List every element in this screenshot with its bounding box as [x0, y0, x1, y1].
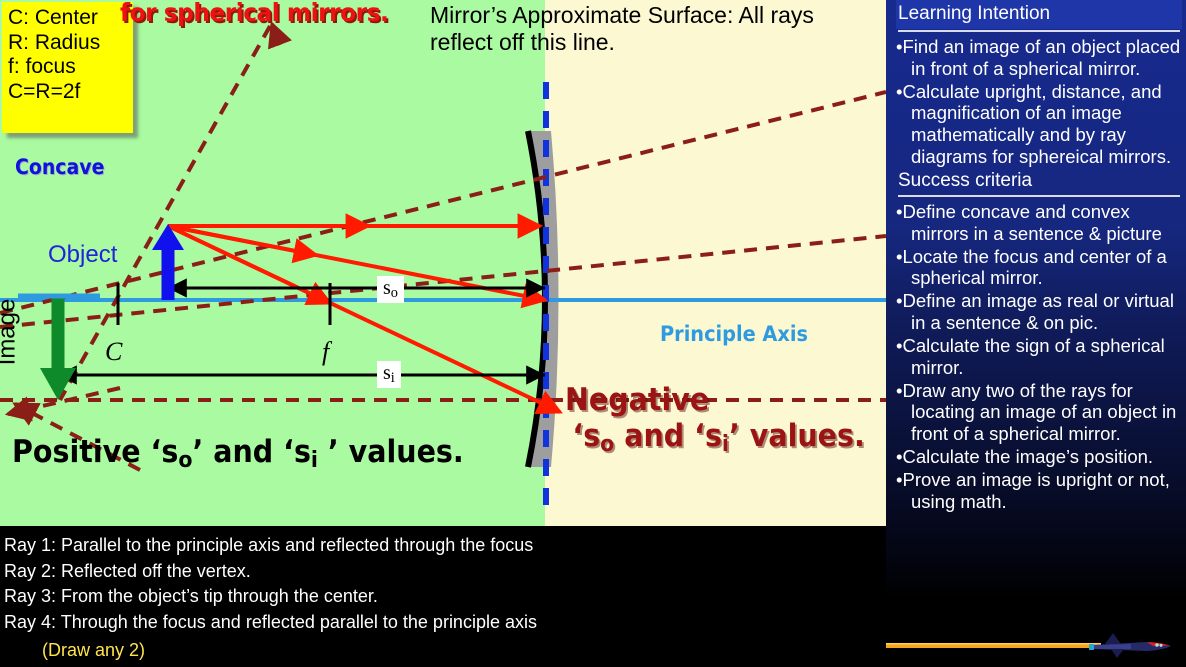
object-distance-label: so: [377, 276, 404, 303]
draw-any-two-note: (Draw any 2): [42, 640, 146, 661]
virtual-ray-upper: [0, 90, 886, 315]
image-label: Image: [0, 298, 21, 366]
si-subscript: i: [390, 370, 395, 387]
list-item: Find an image of an object placed in fro…: [896, 36, 1182, 80]
definitions-box: C: Center R: Radius f: focus C=R=2f: [2, 2, 133, 133]
virtual-ray-down-left: [12, 402, 141, 472]
list-item: Define an image as real or virtual in a …: [896, 290, 1182, 334]
mirror-band: [528, 131, 559, 467]
jet-body: [1089, 633, 1171, 658]
ray-rule-3: Ray 3: From the object’s tip through the…: [4, 586, 378, 607]
definition-line-c: C: Center: [8, 6, 98, 29]
learning-intention-header: Learning Intention: [896, 0, 1182, 29]
success-criteria-divider: [898, 194, 1180, 197]
list-item: Draw any two of the rays for locating an…: [896, 380, 1182, 445]
object-arrow: [152, 224, 184, 300]
focus-point-label: f: [322, 337, 330, 366]
exhaust-trail-glow: [886, 643, 1101, 645]
ray2-mid-arrow: [167, 224, 320, 264]
negative-values-text: Negative ‘so and ‘si’ values.: [565, 382, 865, 457]
list-item: Define concave and convex mirrors in a s…: [896, 201, 1182, 245]
positive-part3: ’ values.: [317, 434, 464, 470]
ray-through-center-arrow: [268, 21, 292, 50]
si-symbol: s: [383, 362, 391, 384]
definition-line-r: R: Radius: [8, 30, 101, 54]
objectives-panel: Learning Intention Find an image of an o…: [886, 0, 1186, 667]
principle-axis-label: Principle Axis: [660, 322, 808, 346]
negative-part2: and ‘s: [614, 418, 722, 455]
learning-intention-list: Find an image of an object placed in fro…: [896, 36, 1182, 168]
ray-rules-caption: Ray 1: Parallel to the principle axis an…: [0, 526, 886, 667]
image-arrow: [18, 293, 100, 400]
success-criteria-list: Define concave and convex mirrors in a s…: [896, 201, 1182, 513]
exhaust-trail: [886, 644, 1101, 648]
ray-diagram-svg: [0, 21, 886, 512]
image-distance-label: si: [377, 361, 401, 388]
object-label: Object: [48, 241, 118, 268]
definition-line-f: f: focus: [8, 55, 76, 79]
list-item: Calculate the sign of a spherical mirror…: [896, 335, 1182, 379]
positive-part1: Positive ‘s: [12, 434, 179, 470]
negative-part3: ’ values.: [728, 418, 865, 455]
slide-title-red: for spherical mirrors.: [120, 0, 389, 27]
ray-rule-1: Ray 1: Parallel to the principle axis an…: [4, 535, 534, 555]
negative-sub-o: o: [600, 431, 615, 458]
positive-values-text: Positive ‘so’ and ‘si ’ values.: [12, 434, 464, 473]
list-item: Prove an image is upright or not, using …: [896, 469, 1182, 513]
negative-line-2: ‘so and ‘si’ values.: [565, 418, 865, 458]
negative-sub-i: i: [721, 431, 729, 458]
jet-decoration: [886, 627, 1186, 667]
ray-through-center: [58, 25, 272, 401]
ray-rule-2: Ray 2: Reflected off the vertex.: [4, 560, 251, 581]
positive-sub-i: i: [310, 446, 318, 473]
so-symbol: s: [383, 277, 391, 299]
ray-rule-4: Ray 4: Through the focus and reflected p…: [4, 611, 537, 632]
learning-intention-divider: [898, 30, 1180, 32]
positive-sub-o: o: [178, 446, 193, 473]
center-point-label: C: [105, 337, 123, 366]
list-item: Calculate the image’s position.: [896, 446, 1182, 468]
virtual-side-region: [545, 0, 886, 526]
concave-label: Concave: [15, 155, 105, 179]
definition-line-relation: C=R=2f: [8, 79, 81, 103]
mirror-surface-note: Mirror’s Approximate Surface: All rays r…: [430, 2, 814, 55]
negative-line-1: Negative: [565, 382, 710, 418]
virtual-ray-left-arrow: [4, 386, 121, 422]
learning-intention-title: Learning Intention: [898, 3, 1051, 24]
positive-part2: ’ and ‘s: [192, 434, 311, 470]
ray-diagram-area: C: Center R: Radius f: focus C=R=2f for …: [0, 0, 886, 526]
list-item: Calculate upright, distance, and magnifi…: [896, 81, 1182, 168]
success-criteria-title: Success criteria: [898, 169, 1033, 191]
jet-svg: [886, 627, 1186, 667]
ray1-reflected-mid-arrow: [167, 224, 333, 305]
so-subscript: o: [390, 285, 398, 302]
list-item: Locate the focus and center of a spheric…: [896, 246, 1182, 290]
negative-part1: ‘s: [572, 418, 601, 455]
